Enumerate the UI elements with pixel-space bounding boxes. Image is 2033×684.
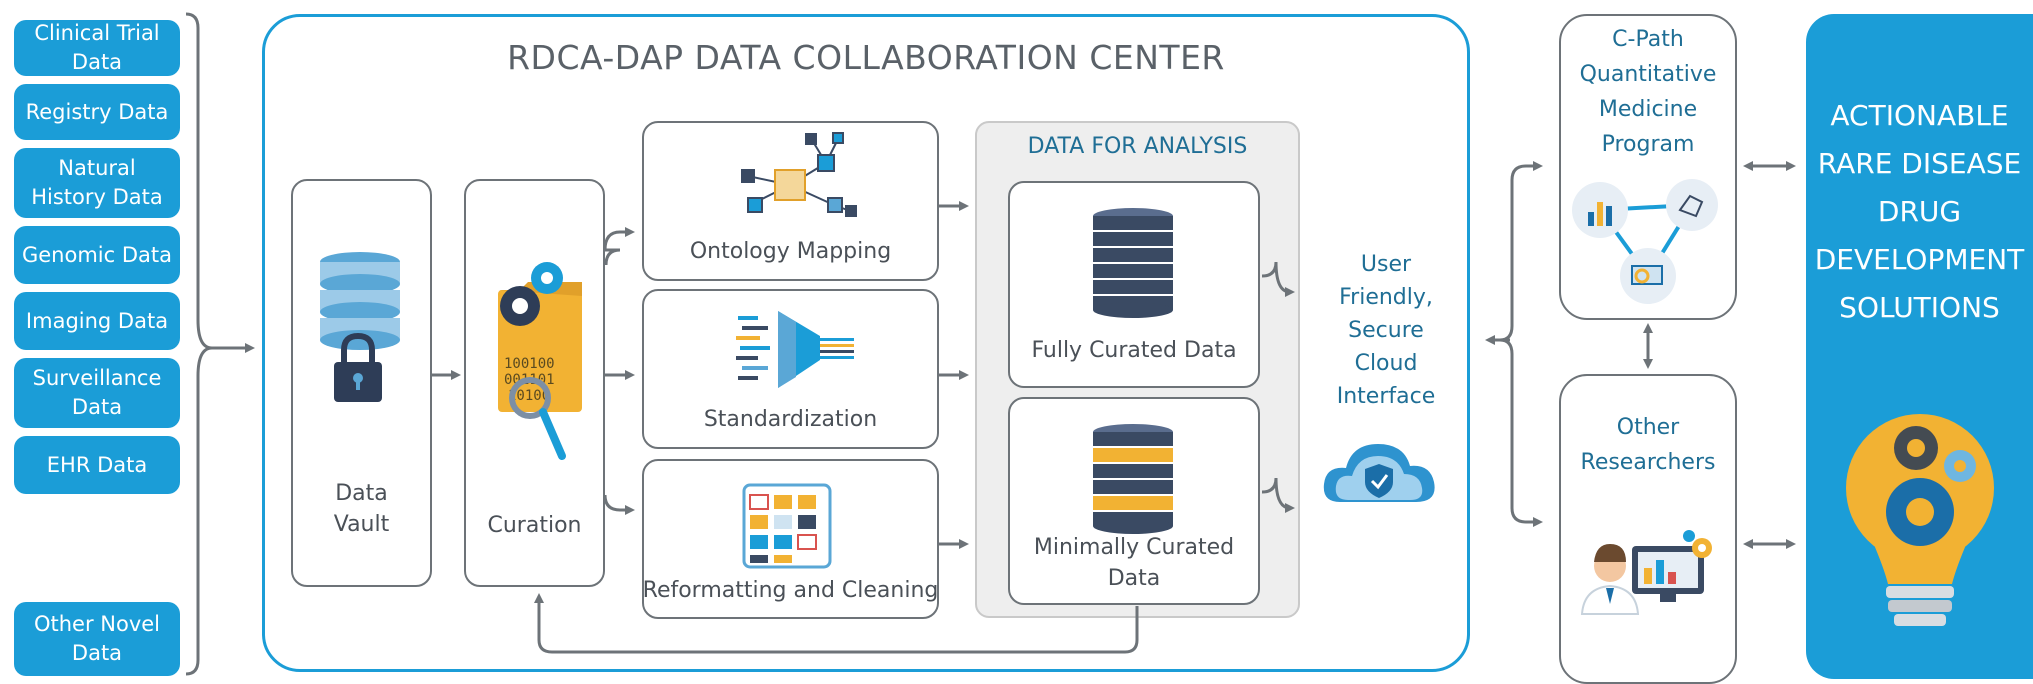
curation-to-ontology-arrow [603, 227, 635, 251]
ontology-network-icon [741, 132, 857, 217]
standardization-label: Standardization [703, 407, 878, 432]
fully-curated-database-icon [1093, 208, 1173, 318]
cloud-to-users-brace [1499, 161, 1543, 342]
ontology-mapping-box [642, 121, 939, 281]
fully-curated-label: Fully Curated Data [1031, 338, 1237, 363]
cpath-l4: Program [1601, 132, 1695, 157]
binary-text-1: 100100 [504, 356, 555, 372]
analysis-heading: DATA FOR ANALYSIS [1027, 134, 1248, 159]
standardization-box [642, 289, 939, 449]
cloud-to-researchers-brace [1499, 338, 1543, 527]
cloud-interface-label: User Friendly, Secure Cloud Interface [1316, 248, 1456, 413]
vault-line1: Data [335, 481, 388, 506]
cloud-l5: Interface [1336, 384, 1436, 409]
source-natural-history: Natural History Data [14, 148, 180, 218]
source-imaging: Imaging Data [14, 292, 180, 350]
source-label: Surveillance Data [32, 366, 162, 419]
panel-title: RDCA-DAP DATA COLLABORATION CENTER [507, 38, 1225, 77]
reformatting-grid-icon [742, 483, 832, 569]
cpath-network-icon [1572, 179, 1718, 304]
minimally-curated-label: Minimally Curated Data [1008, 532, 1260, 594]
curation-to-reformatting-arrow [603, 494, 635, 515]
other-researchers-label: Other Researchers [1559, 410, 1737, 480]
funnel-icon [736, 311, 854, 388]
cpath-l1: C-Path [1612, 27, 1684, 52]
binary-text-3: 10100 [508, 388, 550, 404]
ontology-mapping-label: Ontology Mapping [689, 239, 892, 264]
result-l2: RARE DISEASE [1817, 147, 2022, 180]
cloud-shield-icon [1323, 444, 1435, 502]
curation-label: Curation [487, 513, 582, 538]
researcher-icon [1580, 530, 1712, 615]
minimal-line2: Data [1107, 566, 1161, 591]
source-label: Clinical Trial Data [34, 21, 160, 74]
result-l4: DEVELOPMENT [1814, 243, 2025, 276]
source-label: Genomic Data [21, 243, 172, 267]
reformatting-label: Reformatting and Cleaning [642, 578, 939, 603]
cloud-l2: Friendly, [1339, 285, 1433, 310]
collaboration-center-panel [262, 14, 1470, 672]
fully-to-cloud-arrow [1261, 261, 1295, 297]
result-text: ACTIONABLE RARE DISEASE DRUG DEVELOPMENT… [1806, 92, 2033, 332]
cpath-label: C-Path Quantitative Medicine Program [1559, 22, 1737, 162]
database-lock-icon [320, 252, 400, 402]
cloud-l3: Secure [1348, 318, 1424, 343]
source-label: Natural History Data [31, 156, 163, 209]
minimal-to-cloud-arrow [1261, 477, 1295, 513]
cloud-l1: User [1360, 252, 1412, 277]
feedback-loop-arrow [534, 593, 1139, 654]
others-l2: Researchers [1580, 450, 1716, 475]
cloud-l4: Cloud [1354, 351, 1418, 376]
source-clinical-trial: Clinical Trial Data [14, 20, 180, 76]
curation-to-steps-connector [604, 248, 621, 266]
data-vault-label: Data Vault [291, 478, 432, 540]
result-l3: DRUG [1877, 195, 1962, 228]
result-l5: SOLUTIONS [1839, 291, 2000, 324]
result-l1: ACTIONABLE [1830, 99, 2009, 132]
minimal-line1: Minimally Curated [1033, 535, 1235, 560]
source-ehr: EHR Data [14, 436, 180, 494]
lightbulb-gears-icon [1846, 414, 1994, 626]
cpath-l3: Medicine [1598, 97, 1698, 122]
other-researchers-box [1559, 374, 1737, 684]
sources-brace [185, 12, 213, 676]
vault-line2: Vault [333, 512, 390, 537]
source-label: Registry Data [25, 100, 169, 124]
source-surveillance: Surveillance Data [14, 358, 180, 428]
others-l1: Other [1616, 415, 1680, 440]
source-registry: Registry Data [14, 84, 180, 140]
curation-folder-icon: 100100 001101 10100 [498, 262, 582, 460]
cpath-l2: Quantitative [1579, 62, 1717, 87]
minimally-curated-database-icon [1093, 424, 1173, 534]
source-label: Other Novel Data [33, 612, 161, 665]
source-other-novel: Other Novel Data [14, 602, 180, 676]
source-label: EHR Data [46, 453, 148, 477]
source-genomic: Genomic Data [14, 226, 180, 284]
source-label: Imaging Data [25, 309, 169, 333]
